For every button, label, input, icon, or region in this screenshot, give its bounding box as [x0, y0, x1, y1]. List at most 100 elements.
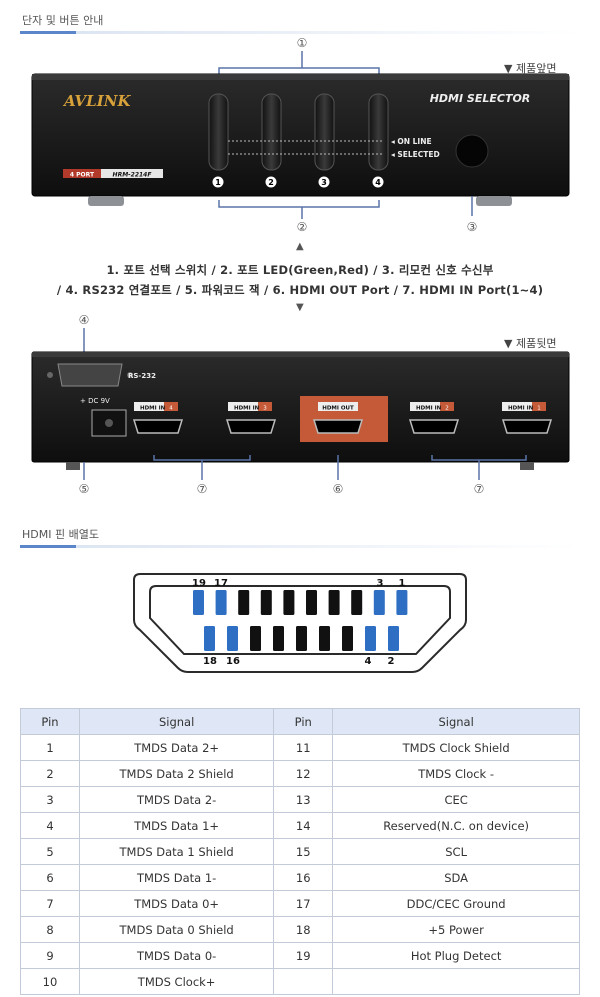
pin-number-cell: 4: [20, 812, 80, 839]
top-pin-8: [373, 590, 385, 615]
pin-number-cell: 5: [20, 838, 80, 865]
svg-text:4: 4: [169, 406, 173, 412]
bottom-pin-7: [365, 626, 376, 651]
bottom-pin-3: [273, 626, 284, 651]
front-label: ▼ 제품앞면: [504, 62, 557, 75]
port-button-4: [368, 93, 389, 171]
port-number-4: 4: [375, 178, 381, 187]
signal-cell: TMDS Data 1 Shield: [78, 838, 275, 865]
callout-5: ⑤: [79, 482, 90, 496]
signal-cell: TMDS Data 1-: [78, 864, 275, 891]
pin-number-cell: 16: [273, 864, 334, 891]
svg-text:HDMI IN: HDMI IN: [508, 406, 534, 412]
section-underline-2: [20, 545, 580, 548]
pin-label-19: 19: [192, 578, 206, 589]
col-header: Signal: [78, 708, 275, 735]
hdmi-connector-diagram: 19 17 3 1 18 16 4 2: [133, 573, 467, 673]
pin-label-17: 17: [214, 578, 228, 589]
signal-cell: [332, 968, 580, 995]
callout-2: ②: [297, 220, 308, 234]
hdmi-port-in-1: HDMI IN 1: [501, 402, 553, 434]
model-badge-right: HRM-2214F: [113, 172, 153, 179]
signal-cell: TMDS Clock Shield: [332, 734, 580, 761]
svg-text:1: 1: [537, 406, 541, 412]
bottom-pin-2: [250, 626, 261, 651]
callout-1: ①: [297, 36, 308, 50]
pin-label-4: 4: [365, 656, 372, 667]
signal-cell: CEC: [332, 786, 580, 813]
signal-cell: TMDS Clock+: [78, 968, 275, 995]
back-label: ▼ 제품뒷면: [504, 337, 557, 350]
signal-cell: Reserved(N.C. on device): [332, 812, 580, 839]
signal-cell: TMDS Clock -: [332, 760, 580, 787]
pin-number-cell: 6: [20, 864, 80, 891]
pin-label-16: 16: [226, 656, 240, 667]
top-pin-1: [215, 590, 227, 615]
caption-line-2: / 4. RS232 연결포트 / 5. 파워코드 잭 / 6. HDMI OU…: [56, 283, 544, 297]
port-button-2: [261, 93, 282, 171]
caption-arrow-up: ▲: [296, 241, 304, 252]
signal-cell: TMDS Data 2 Shield: [78, 760, 275, 787]
pin-number-cell: 2: [20, 760, 80, 787]
rs232-label: RS-232: [128, 372, 156, 380]
pin-number-cell: 19: [273, 942, 334, 969]
signal-cell: TMDS Data 1+: [78, 812, 275, 839]
top-pin-2: [238, 590, 250, 615]
pin-number-cell: 14: [273, 812, 334, 839]
rs232-port: [57, 363, 123, 387]
callout-3: ③: [467, 220, 478, 234]
signal-cell: TMDS Data 0+: [78, 890, 275, 917]
pin-number-cell: 17: [273, 890, 334, 917]
pin-number-cell: 13: [273, 786, 334, 813]
model-badge-left: 4 PORT: [70, 172, 95, 179]
svg-text:HDMI IN: HDMI IN: [234, 406, 260, 412]
top-pin-7: [351, 590, 363, 615]
bottom-pin-6: [342, 626, 353, 651]
callout-4: ④: [79, 313, 90, 327]
pin-number-cell: 12: [273, 760, 334, 787]
port-number-1: 1: [215, 178, 221, 187]
pin-number-cell: 15: [273, 838, 334, 865]
signal-cell: Hot Plug Detect: [332, 942, 580, 969]
port-button-3: [314, 93, 335, 171]
callout-7-left: ⑦: [197, 482, 208, 496]
pin-label-18: 18: [203, 656, 217, 667]
signal-cell: TMDS Data 0-: [78, 942, 275, 969]
ir-receiver: [455, 134, 489, 168]
pinout-title: HDMI 핀 배열도: [22, 528, 99, 541]
col-header: Signal: [332, 708, 580, 735]
caption-line-1: 1. 포트 선택 스위치 / 2. 포트 LED(Green,Red) / 3.…: [106, 263, 494, 277]
bottom-pin-4: [296, 626, 307, 651]
pin-number-cell: 3: [20, 786, 80, 813]
top-pin-3: [260, 590, 272, 615]
pin-number-cell: 1: [20, 734, 80, 761]
svg-text:HDMI IN: HDMI IN: [140, 406, 166, 412]
port-number-3: 3: [321, 178, 327, 187]
pin-label-1: 1: [399, 578, 406, 589]
brand-logo: AVLINK: [62, 92, 131, 110]
dc-label: + DC 9V: [80, 397, 110, 405]
signal-cell: TMDS Data 2-: [78, 786, 275, 813]
pin-number-cell: 9: [20, 942, 80, 969]
top-pin-6: [328, 590, 340, 615]
signal-cell: +5 Power: [332, 916, 580, 943]
svg-text:3: 3: [263, 406, 267, 412]
top-pin-5: [306, 590, 317, 615]
col-header: Pin: [273, 708, 334, 735]
port-buttons: [208, 93, 389, 171]
bottom-pin-5: [319, 626, 330, 651]
top-pin-4: [283, 590, 295, 615]
pin-number-cell: 7: [20, 890, 80, 917]
pin-number-cell: [273, 968, 334, 995]
indicator-online: ◂ ON LINE: [391, 137, 432, 146]
